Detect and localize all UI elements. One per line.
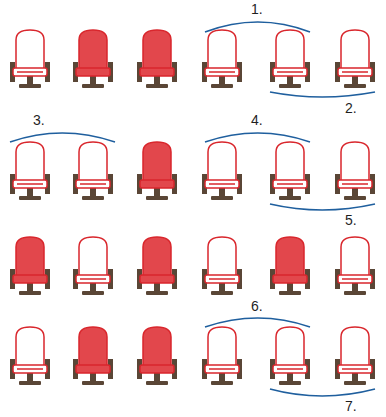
pair-arc <box>270 92 375 97</box>
pair-arc <box>205 22 310 32</box>
callout-number: 7. <box>344 398 358 414</box>
pair-arc <box>10 133 115 142</box>
pair-arc <box>205 133 310 142</box>
pair-arc <box>270 389 375 396</box>
pair-arc <box>205 318 310 327</box>
callout-number: 5. <box>344 212 358 228</box>
callout-number: 6. <box>250 298 264 314</box>
callout-number: 4. <box>250 112 264 128</box>
callout-number: 1. <box>250 1 264 17</box>
pair-arc <box>270 204 375 210</box>
callout-number: 3. <box>32 112 46 128</box>
callout-number: 2. <box>344 100 358 116</box>
